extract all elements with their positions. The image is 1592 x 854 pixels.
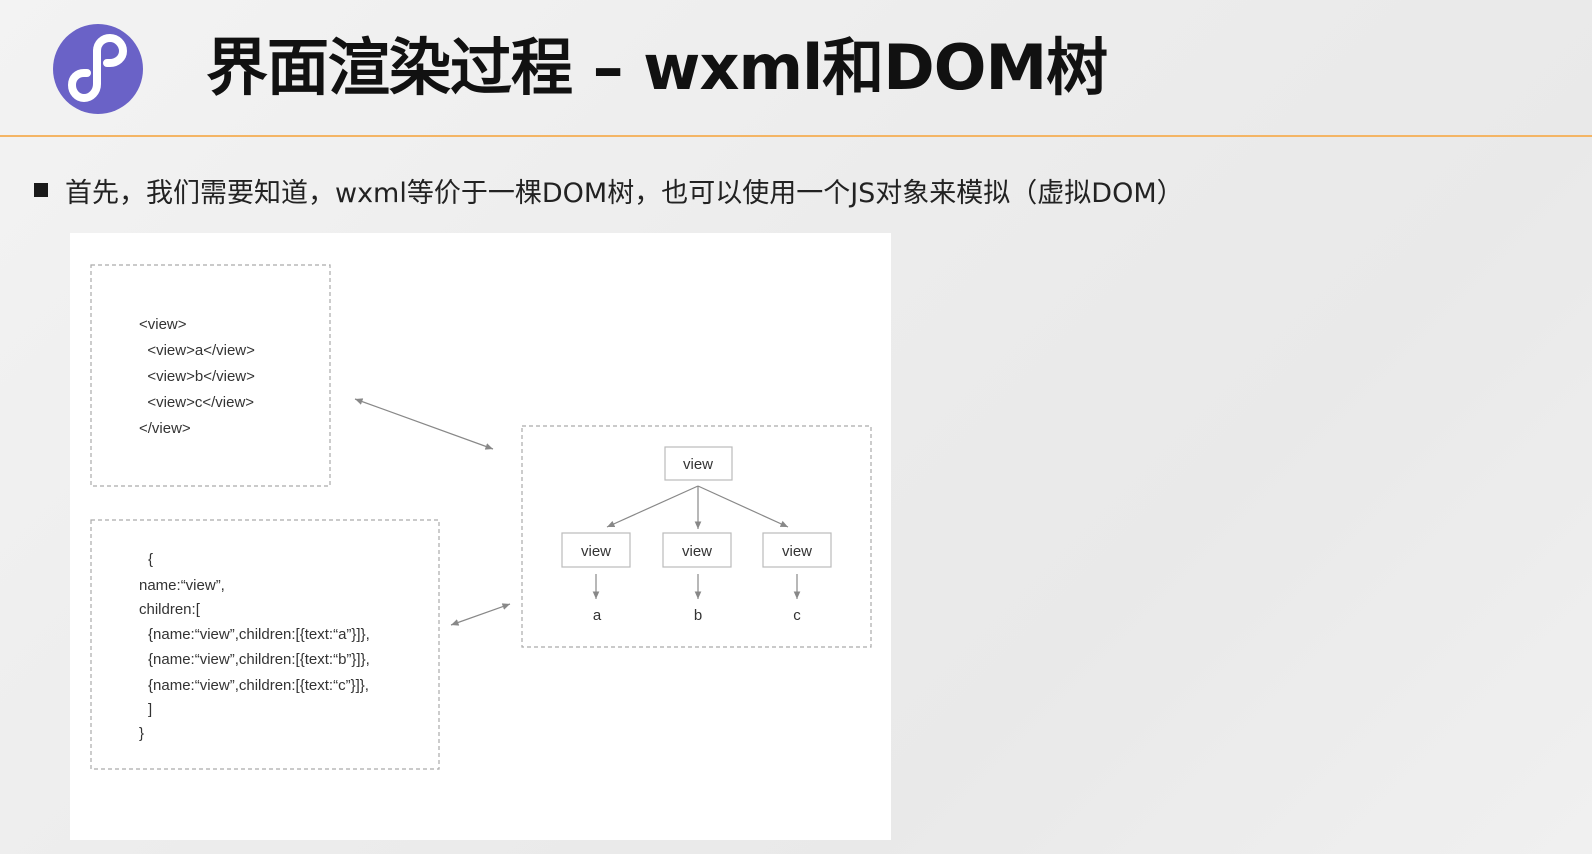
js-line-5: {name:“view”,children:[{text:“b”}]}, [148,651,370,668]
wxml-code-box [90,264,331,487]
js-line-3: children:[ [139,601,201,618]
mini-program-logo-icon [53,24,143,114]
tree-child-label: view [682,543,712,560]
tree-root-label: view [683,456,713,473]
tree-child-label: view [581,543,611,560]
bullet-square-icon [34,183,48,197]
leaf-text-c: c [793,607,801,624]
tree-edge-c [697,485,789,528]
bullet-point: 首先，我们需要知道，wxml等价于一棵DOM树，也可以使用一个JS对象来模拟（虚… [34,170,1184,210]
header-divider [0,135,1592,137]
diagram-figure: <view> <view>a</view> <view>b</view> <vi… [70,233,891,840]
bullet-text: 首先，我们需要知道，wxml等价于一棵DOM树，也可以使用一个JS对象来模拟（虚… [65,177,1184,209]
wxml-line-2: <view>a</view> [139,342,255,359]
tree-child-label: view [782,543,812,560]
wxml-dom-diagram: <view> <view>a</view> <view>b</view> <vi… [90,264,872,770]
wxml-tree-arrow [354,398,494,450]
js-line-7: ] [148,701,152,718]
tree-child-node [662,532,732,568]
tree-child-node [561,532,631,568]
js-line-4: {name:“view”,children:[{text:“a”}]}, [148,626,370,643]
slide-title: 界面渲染过程 – wxml和DOM树 [206,31,1108,104]
tree-child-node [762,532,832,568]
dom-tree-box [521,425,872,648]
leaf-text-b: b [694,607,702,624]
js-line-6: {name:“view”,children:[{text:“c”}]}, [148,677,369,694]
js-line-2: name:“view”, [139,577,225,594]
wxml-line-5: </view> [139,420,191,437]
js-line-1: { [148,551,153,568]
leaf-text-a: a [593,607,602,624]
js-object-box [90,519,440,770]
tree-edge-a [606,485,699,528]
slide-header: 界面渲染过程 – wxml和DOM树 [0,0,1592,137]
js-line-8: } [139,725,144,742]
tree-root-node [664,446,733,481]
wxml-line-1: <view> [139,316,187,333]
wxml-line-4: <view>c</view> [139,394,254,411]
wxml-line-3: <view>b</view> [139,368,255,385]
js-tree-arrow [450,603,511,626]
